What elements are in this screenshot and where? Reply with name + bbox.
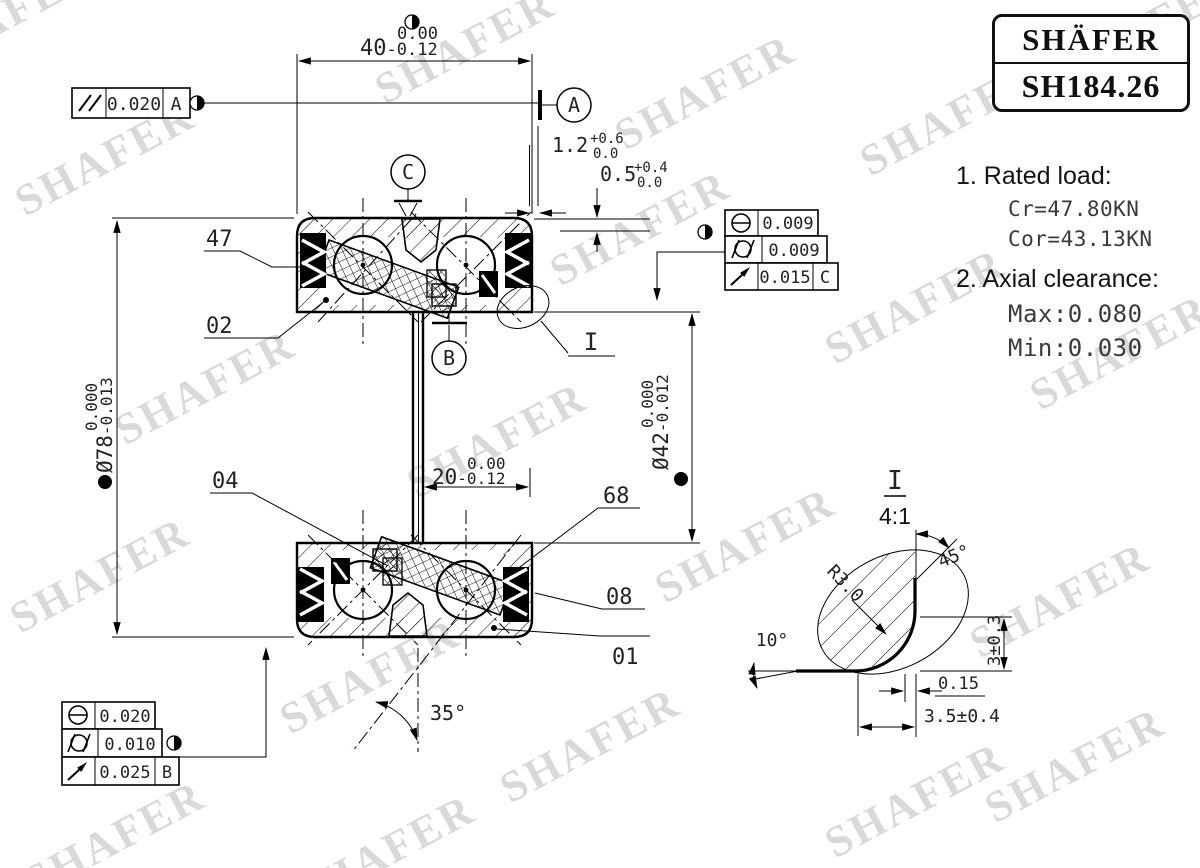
dim-tol-lower: 0.0	[593, 146, 618, 162]
detail-height: 3±0.3	[985, 615, 1005, 666]
dim-text: 0.5	[600, 162, 636, 186]
label-68: 68	[511, 484, 640, 574]
dim-outer-dia: Ø78-0.013 0.000	[82, 217, 294, 638]
fcf-datum: A	[171, 94, 182, 115]
dim-bore-dia: Ø42-0.012 0.000	[534, 311, 700, 544]
fcf-value: 0.025	[99, 763, 150, 783]
fcf-value: 0.020	[99, 707, 150, 727]
label-08: 08	[534, 585, 645, 610]
datum-b: B	[431, 313, 467, 376]
dim-width-40: 40-0.12 0.00	[296, 14, 533, 214]
dim-tol-lower: 0.0	[637, 175, 662, 191]
part-number: SH184.26	[1021, 68, 1161, 104]
dim-text: 35°	[430, 701, 466, 725]
svg-text:68: 68	[603, 484, 630, 509]
parallelism-icon	[78, 94, 102, 112]
seal-left	[300, 233, 328, 288]
detail-view: I 4:1 45° R3.0 10°	[748, 466, 1012, 737]
fcf-datum: C	[820, 268, 830, 288]
dim-tol-upper: 0.00	[467, 454, 506, 473]
label-04: 04	[210, 469, 389, 567]
svg-text:04: 04	[212, 469, 239, 494]
svg-text:47: 47	[206, 227, 233, 252]
fcf-value: 0.015	[759, 268, 810, 288]
spec-notes: 1. Rated load: Cr=47.80KN Cor=43.13KN 2.…	[956, 148, 1196, 362]
dim-tol-upper: 0.000	[638, 380, 657, 428]
bearing-top-band	[295, 216, 534, 320]
fcf-datum: B	[162, 763, 172, 783]
modified-symbol	[189, 95, 205, 111]
fcf-value: 0.009	[768, 241, 819, 261]
datum-label: C	[402, 160, 414, 184]
fcf-value: 0.009	[762, 214, 813, 234]
dot-symbol	[674, 472, 688, 486]
dim-text: Ø78-0.013	[93, 377, 117, 473]
detail-scale: 4:1	[879, 503, 911, 529]
dim-text: 20-0.12	[432, 465, 505, 489]
detail-chamfer-angle: 45°	[935, 541, 973, 573]
dot-symbol	[98, 475, 112, 489]
dim-tol-upper: +0.6	[590, 131, 624, 147]
detail-width: 3.5±0.4	[924, 706, 1000, 727]
svg-text:01: 01	[612, 645, 639, 670]
detail-callout: I	[496, 285, 615, 357]
inner-ring-split	[411, 312, 425, 543]
dim-text: 40-0.12	[360, 36, 438, 61]
modified-symbol	[404, 14, 420, 30]
svg-text:08: 08	[606, 585, 633, 610]
label-01: 01	[491, 625, 650, 670]
rated-load-cr: Cr=47.80KN	[1008, 197, 1140, 221]
label-47: 47	[204, 227, 300, 268]
dim-tol-upper: 0.00	[397, 24, 438, 44]
rated-load-title: 1. Rated load:	[956, 162, 1112, 190]
detail-angle: 10°	[756, 630, 789, 651]
rated-load-cor: Cor=43.13KN	[1008, 227, 1153, 251]
dim-seal-recess: 1.2 +0.6 0.0	[505, 126, 624, 217]
dim-inner-width-20: 20-0.12 0.00	[423, 454, 531, 497]
dim-text: 1.2	[552, 133, 588, 157]
dim-tol-upper: 0.000	[82, 383, 101, 431]
title-block: SHÄFER SH184.26	[992, 14, 1190, 112]
svg-text:02: 02	[206, 314, 233, 339]
dim-text: Ø42-0.012	[649, 374, 673, 470]
seal-right	[503, 233, 531, 288]
axial-clearance-min: Min:0.030	[1008, 334, 1143, 362]
brand-logo: SHÄFER	[995, 17, 1187, 64]
dim-contact-angle: 35°	[374, 701, 466, 742]
fcf-value: 0.010	[104, 735, 155, 755]
detail-marker: I	[584, 328, 598, 356]
detail-title: I	[887, 466, 903, 496]
dim-tol-upper: +0.4	[634, 160, 668, 176]
datum-a: A	[538, 87, 592, 123]
dim-seal-step: 0.5 +0.4 0.0	[534, 160, 668, 252]
label-02: 02	[204, 297, 329, 339]
axial-clearance-title: 2. Axial clearance:	[956, 265, 1159, 293]
datum-label: A	[568, 93, 580, 117]
fcf-parallelism: 0.020 A	[71, 87, 538, 119]
modified-symbol	[166, 735, 182, 751]
fcf-left-stack: 0.020 0.010 0.025 B	[61, 646, 270, 786]
fcf-value: 0.020	[107, 94, 161, 115]
datum-c: C	[390, 154, 426, 217]
modified-symbol	[697, 224, 713, 240]
datum-label: B	[443, 346, 455, 370]
fcf-right-stack: 0.009 0.009 0.015 C	[653, 209, 839, 302]
axial-clearance-max: Max:0.080	[1008, 300, 1143, 328]
detail-offset: 0.15	[938, 674, 979, 694]
